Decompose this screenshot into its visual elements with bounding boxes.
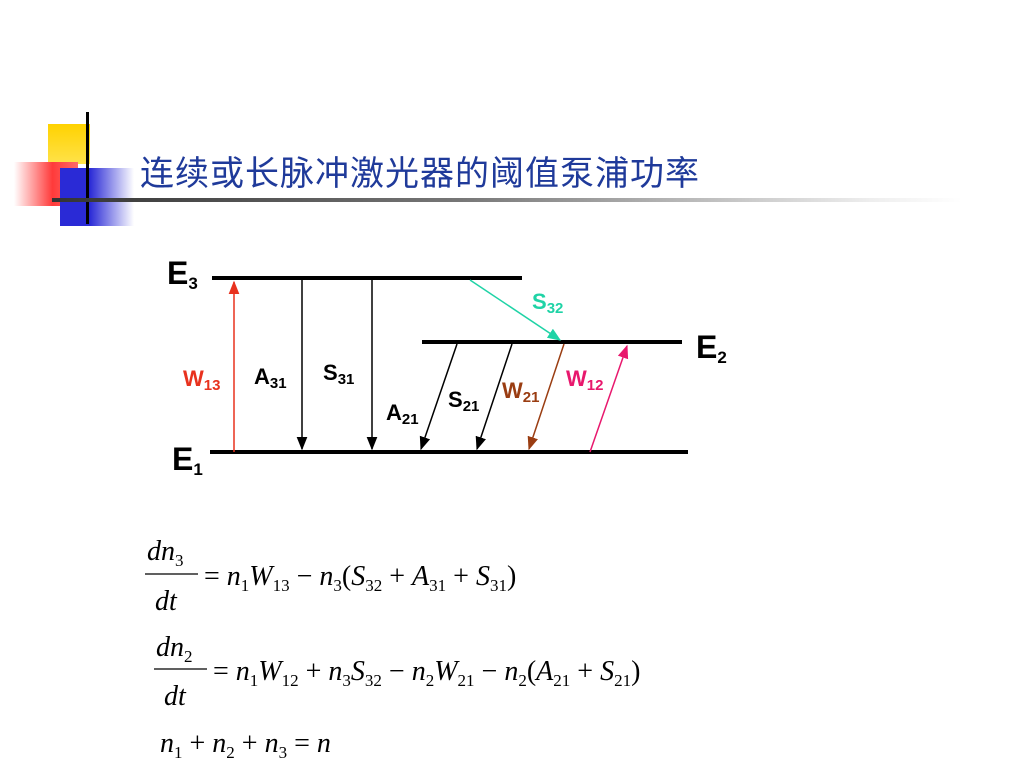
arrow-s21 (475, 343, 513, 451)
deco-horizontal-line (52, 198, 962, 202)
label-w12: W12 (566, 366, 603, 394)
eq1-denominator: dt (155, 586, 178, 617)
label-w13: W13 (183, 366, 220, 394)
label-a21: A21 (386, 400, 419, 428)
arrow-s32 (469, 279, 562, 341)
deco-vertical-line (86, 112, 89, 224)
arrow-a21 (419, 343, 458, 451)
eq2-rhs: = n1W12 + n3S32 − n2W21 − n2(A21 + S21) (213, 656, 640, 690)
page-title: 连续或长脉冲激光器的阈值泵浦功率 (140, 154, 700, 194)
eq1-numerator: dn3 (147, 536, 184, 570)
label-s32: S32 (532, 289, 563, 317)
deco-yellow-square (48, 124, 90, 164)
label-w21: W21 (502, 378, 539, 406)
eq2-numerator: dn2 (156, 632, 193, 666)
arrow-w21 (527, 343, 565, 451)
deco-blue-square (60, 168, 134, 226)
label-s21: S21 (448, 387, 479, 415)
eq1-rhs: = n1W13 − n3(S32 + A31 + S31) (204, 561, 516, 595)
label-s31: S31 (323, 360, 354, 388)
arrow-w12 (589, 344, 629, 453)
level-e1-label: E1 (172, 441, 203, 479)
level-e2-label: E2 (696, 329, 727, 367)
eq2-denominator: dt (164, 681, 187, 712)
label-a31: A31 (254, 364, 287, 392)
eq3: n1 + n2 + n3 = n (160, 728, 331, 762)
level-e3-label: E3 (167, 255, 198, 293)
